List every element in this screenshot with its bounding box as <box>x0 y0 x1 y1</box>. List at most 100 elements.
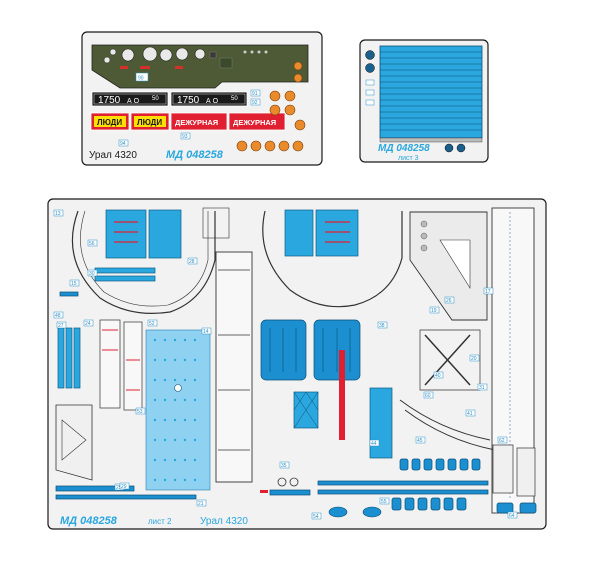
indicator-red <box>120 66 128 69</box>
svg-text:54: 54 <box>313 514 319 520</box>
grille-strip <box>379 137 483 143</box>
svg-text:14: 14 <box>203 329 209 335</box>
svg-text:21: 21 <box>198 501 204 507</box>
blue-panel <box>105 209 147 259</box>
gauge-icon <box>194 48 206 60</box>
seat-lines <box>269 328 351 372</box>
svg-text:24: 24 <box>85 321 91 327</box>
part-number-93: 93 <box>182 134 188 140</box>
gauge-icon <box>159 48 173 62</box>
svg-text:30: 30 <box>89 271 95 277</box>
part-number-box <box>135 72 149 82</box>
floor-panel <box>145 329 211 491</box>
svg-text:44: 44 <box>371 441 377 447</box>
indicator-red <box>140 66 150 69</box>
sheet-2-part-code: МД 048258 <box>60 515 118 527</box>
small-part <box>365 99 375 106</box>
plate-left: 1750 А О 50 <box>91 91 169 107</box>
mesh-panel <box>369 387 393 459</box>
pill-row <box>391 497 467 511</box>
arch-right <box>262 210 403 308</box>
svg-text:17: 17 <box>485 289 491 295</box>
sheet-2-model-name: Урал 4320 <box>200 516 248 527</box>
svg-text:48: 48 <box>55 313 61 319</box>
svg-text:20: 20 <box>471 356 477 362</box>
part-number-box <box>250 89 261 97</box>
svg-text:55: 55 <box>381 499 387 505</box>
svg-text:45: 45 <box>417 438 423 444</box>
arch-left-inner <box>80 210 209 307</box>
part-number-94: 94 <box>120 141 126 147</box>
svg-text:19: 19 <box>431 308 437 314</box>
svg-text:28: 28 <box>189 259 195 265</box>
knob-icon <box>264 50 268 54</box>
bar <box>94 267 156 274</box>
fender-part <box>55 404 93 481</box>
part-number-box <box>118 139 129 147</box>
svg-text:31: 31 <box>479 385 485 391</box>
bar <box>59 291 79 297</box>
blue-seat <box>260 319 307 381</box>
strip-white <box>123 321 143 411</box>
switch-icon <box>209 51 217 59</box>
sheet-1-model-name: Урал 4320 <box>89 150 137 161</box>
dashboard-panel: 90 <box>91 44 309 89</box>
bolt-icon <box>444 143 454 153</box>
svg-text:64: 64 <box>509 513 515 519</box>
knob-icon <box>257 50 261 54</box>
floor-dots <box>153 338 197 482</box>
bar <box>55 485 135 492</box>
small-part <box>365 79 375 86</box>
strip <box>65 327 73 389</box>
round-part <box>328 506 348 518</box>
side-frame <box>409 211 488 321</box>
triangle-cutout <box>439 239 471 290</box>
pill-row <box>399 458 481 471</box>
strip <box>73 327 81 389</box>
box-part <box>492 444 514 494</box>
small-part <box>365 89 375 96</box>
bolt-icon <box>365 50 375 60</box>
plate-left-number: 1750 <box>98 95 121 106</box>
blue-panel <box>148 209 182 259</box>
part-number-box <box>180 132 191 140</box>
svg-text:15: 15 <box>71 281 77 287</box>
hose-line <box>399 399 491 441</box>
gauge-icon <box>109 48 117 56</box>
svg-text:ДЕЖУРНАЯ: ДЕЖУРНАЯ <box>175 118 218 127</box>
svg-text:ЛЮДИ: ЛЮДИ <box>137 118 162 127</box>
svg-text:60: 60 <box>425 393 431 399</box>
red-strip <box>339 350 345 440</box>
orange-lights <box>236 61 306 152</box>
sign-people-2: ЛЮДИ <box>130 112 170 131</box>
plate-right-code: А О <box>206 98 219 105</box>
strip <box>57 327 65 389</box>
svg-text:62: 62 <box>499 438 505 444</box>
plate-left-code: А О <box>127 98 140 105</box>
bar <box>269 489 311 496</box>
svg-text:25: 25 <box>116 485 122 491</box>
part-number-91: 91 <box>252 91 258 97</box>
strip-white <box>99 319 121 409</box>
round-part <box>362 506 382 518</box>
display-icon <box>219 57 233 69</box>
gauge-icon <box>175 47 189 61</box>
indicator-red <box>175 66 183 69</box>
sheet-1: 90 1750 А О 50 1750 А О 50 91 92 ЛЮДИ <box>81 31 323 166</box>
knob-icon <box>243 50 247 54</box>
sheet-2: 13 14 15 17 19 20 21 24 25 26 27 28 29 3… <box>47 198 547 530</box>
vertical-strip <box>215 251 253 483</box>
knob-icon <box>250 50 254 54</box>
sheet-3: МД 048258 лист 3 <box>359 39 489 163</box>
sheet-3-label: лист 3 <box>398 155 419 162</box>
gauge-icon <box>142 46 158 62</box>
svg-text:41: 41 <box>467 411 473 417</box>
svg-text:40: 40 <box>435 373 441 379</box>
sheet-2-label: лист 2 <box>148 517 172 526</box>
bar <box>55 494 197 500</box>
sheet-3-part-code: МД 048258 <box>378 143 430 154</box>
gauge-icon <box>121 48 135 62</box>
sign-people-1: ЛЮДИ <box>90 112 130 131</box>
bar <box>317 489 489 495</box>
